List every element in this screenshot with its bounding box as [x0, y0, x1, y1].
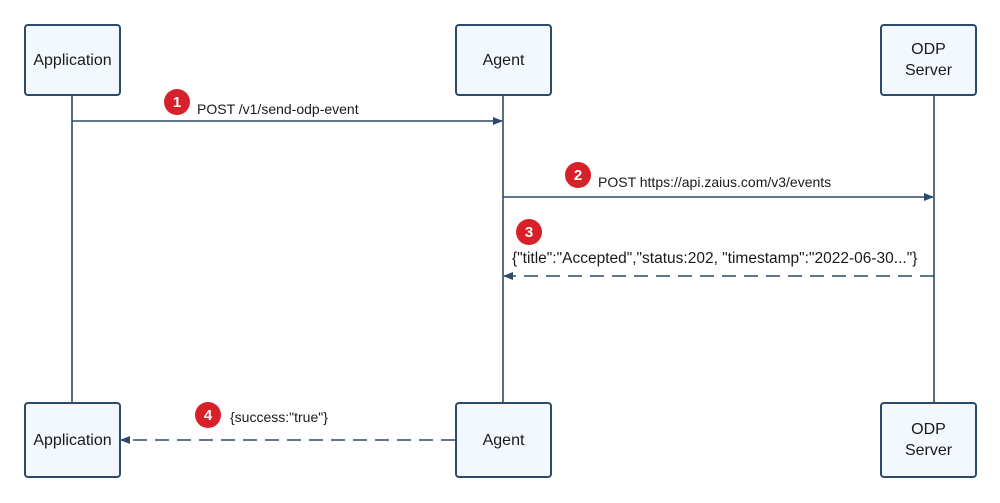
message-2-label: POST https://api.zaius.com/v3/events — [598, 174, 832, 190]
participant-application-bottom: Application — [24, 402, 121, 478]
participant-agent-bottom: Agent — [455, 402, 552, 478]
participant-odp-server-top: ODP Server — [880, 24, 977, 96]
step-badge-3: 3 — [516, 219, 542, 245]
message-3-label: {"title":"Accepted","status:202, "timest… — [512, 250, 918, 267]
participant-agent-top: Agent — [455, 24, 552, 96]
message-4-label: {success:"true"} — [230, 409, 328, 425]
participant-odp-server-bottom: ODP Server — [880, 402, 977, 478]
step-badge-4: 4 — [195, 402, 221, 428]
message-1-label: POST /v1/send-odp-event — [197, 101, 359, 117]
step-badge-2: 2 — [565, 162, 591, 188]
participant-application-top: Application — [24, 24, 121, 96]
step-badge-1: 1 — [164, 89, 190, 115]
